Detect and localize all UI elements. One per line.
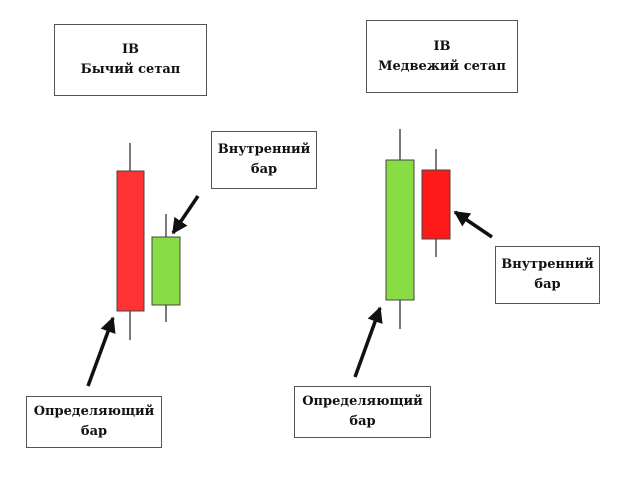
bullish-inside-body	[151, 236, 181, 306]
bullish-mother-bar-label: Определяющий бар	[26, 396, 162, 448]
bullish-mother-label-line1: Определяющий	[33, 404, 155, 419]
bullish-inside-label-line1: Внутренний	[217, 142, 311, 157]
bearish-mother-bar-label: Определяющий бар	[294, 386, 431, 438]
bullish-mother-arrow-icon	[86, 316, 116, 387]
bearish-mother-label-line2: бар	[349, 414, 376, 429]
bullish-mother-label-line2: бар	[80, 424, 108, 439]
bullish-inside-label-line2: бар	[250, 162, 278, 177]
bearish-inside-arrow-icon	[453, 210, 493, 239]
bearish-inside-body	[421, 169, 451, 240]
bearish-mother-body	[385, 159, 415, 301]
bearish-title-line1: IB	[433, 38, 451, 54]
bullish-title-box: IB Бычий сетап	[54, 24, 207, 96]
bearish-title-line2: Медвежий сетап	[378, 58, 506, 74]
bearish-inside-bar-label: Внутренний бар	[495, 246, 600, 304]
bearish-mother-arrow-icon	[353, 306, 383, 378]
bullish-title-line1: IB	[121, 42, 140, 57]
bearish-inside-label-line1: Внутренний	[501, 257, 594, 272]
bullish-inside-arrow-icon	[171, 195, 200, 235]
bullish-inside-bar-label: Внутренний бар	[211, 131, 317, 189]
bearish-title-box: IB Медвежий сетап	[366, 20, 518, 93]
bullish-mother-candle	[116, 143, 145, 340]
bullish-title-line2: Бычий сетап	[80, 62, 181, 77]
bullish-mother-body	[116, 170, 145, 312]
bearish-inside-candle	[421, 149, 451, 257]
bullish-inside-candle	[151, 214, 181, 322]
bearish-mother-candle	[385, 129, 415, 329]
bearish-mother-label-line1: Определяющий	[302, 394, 423, 409]
bearish-inside-label-line2: бар	[534, 277, 561, 292]
